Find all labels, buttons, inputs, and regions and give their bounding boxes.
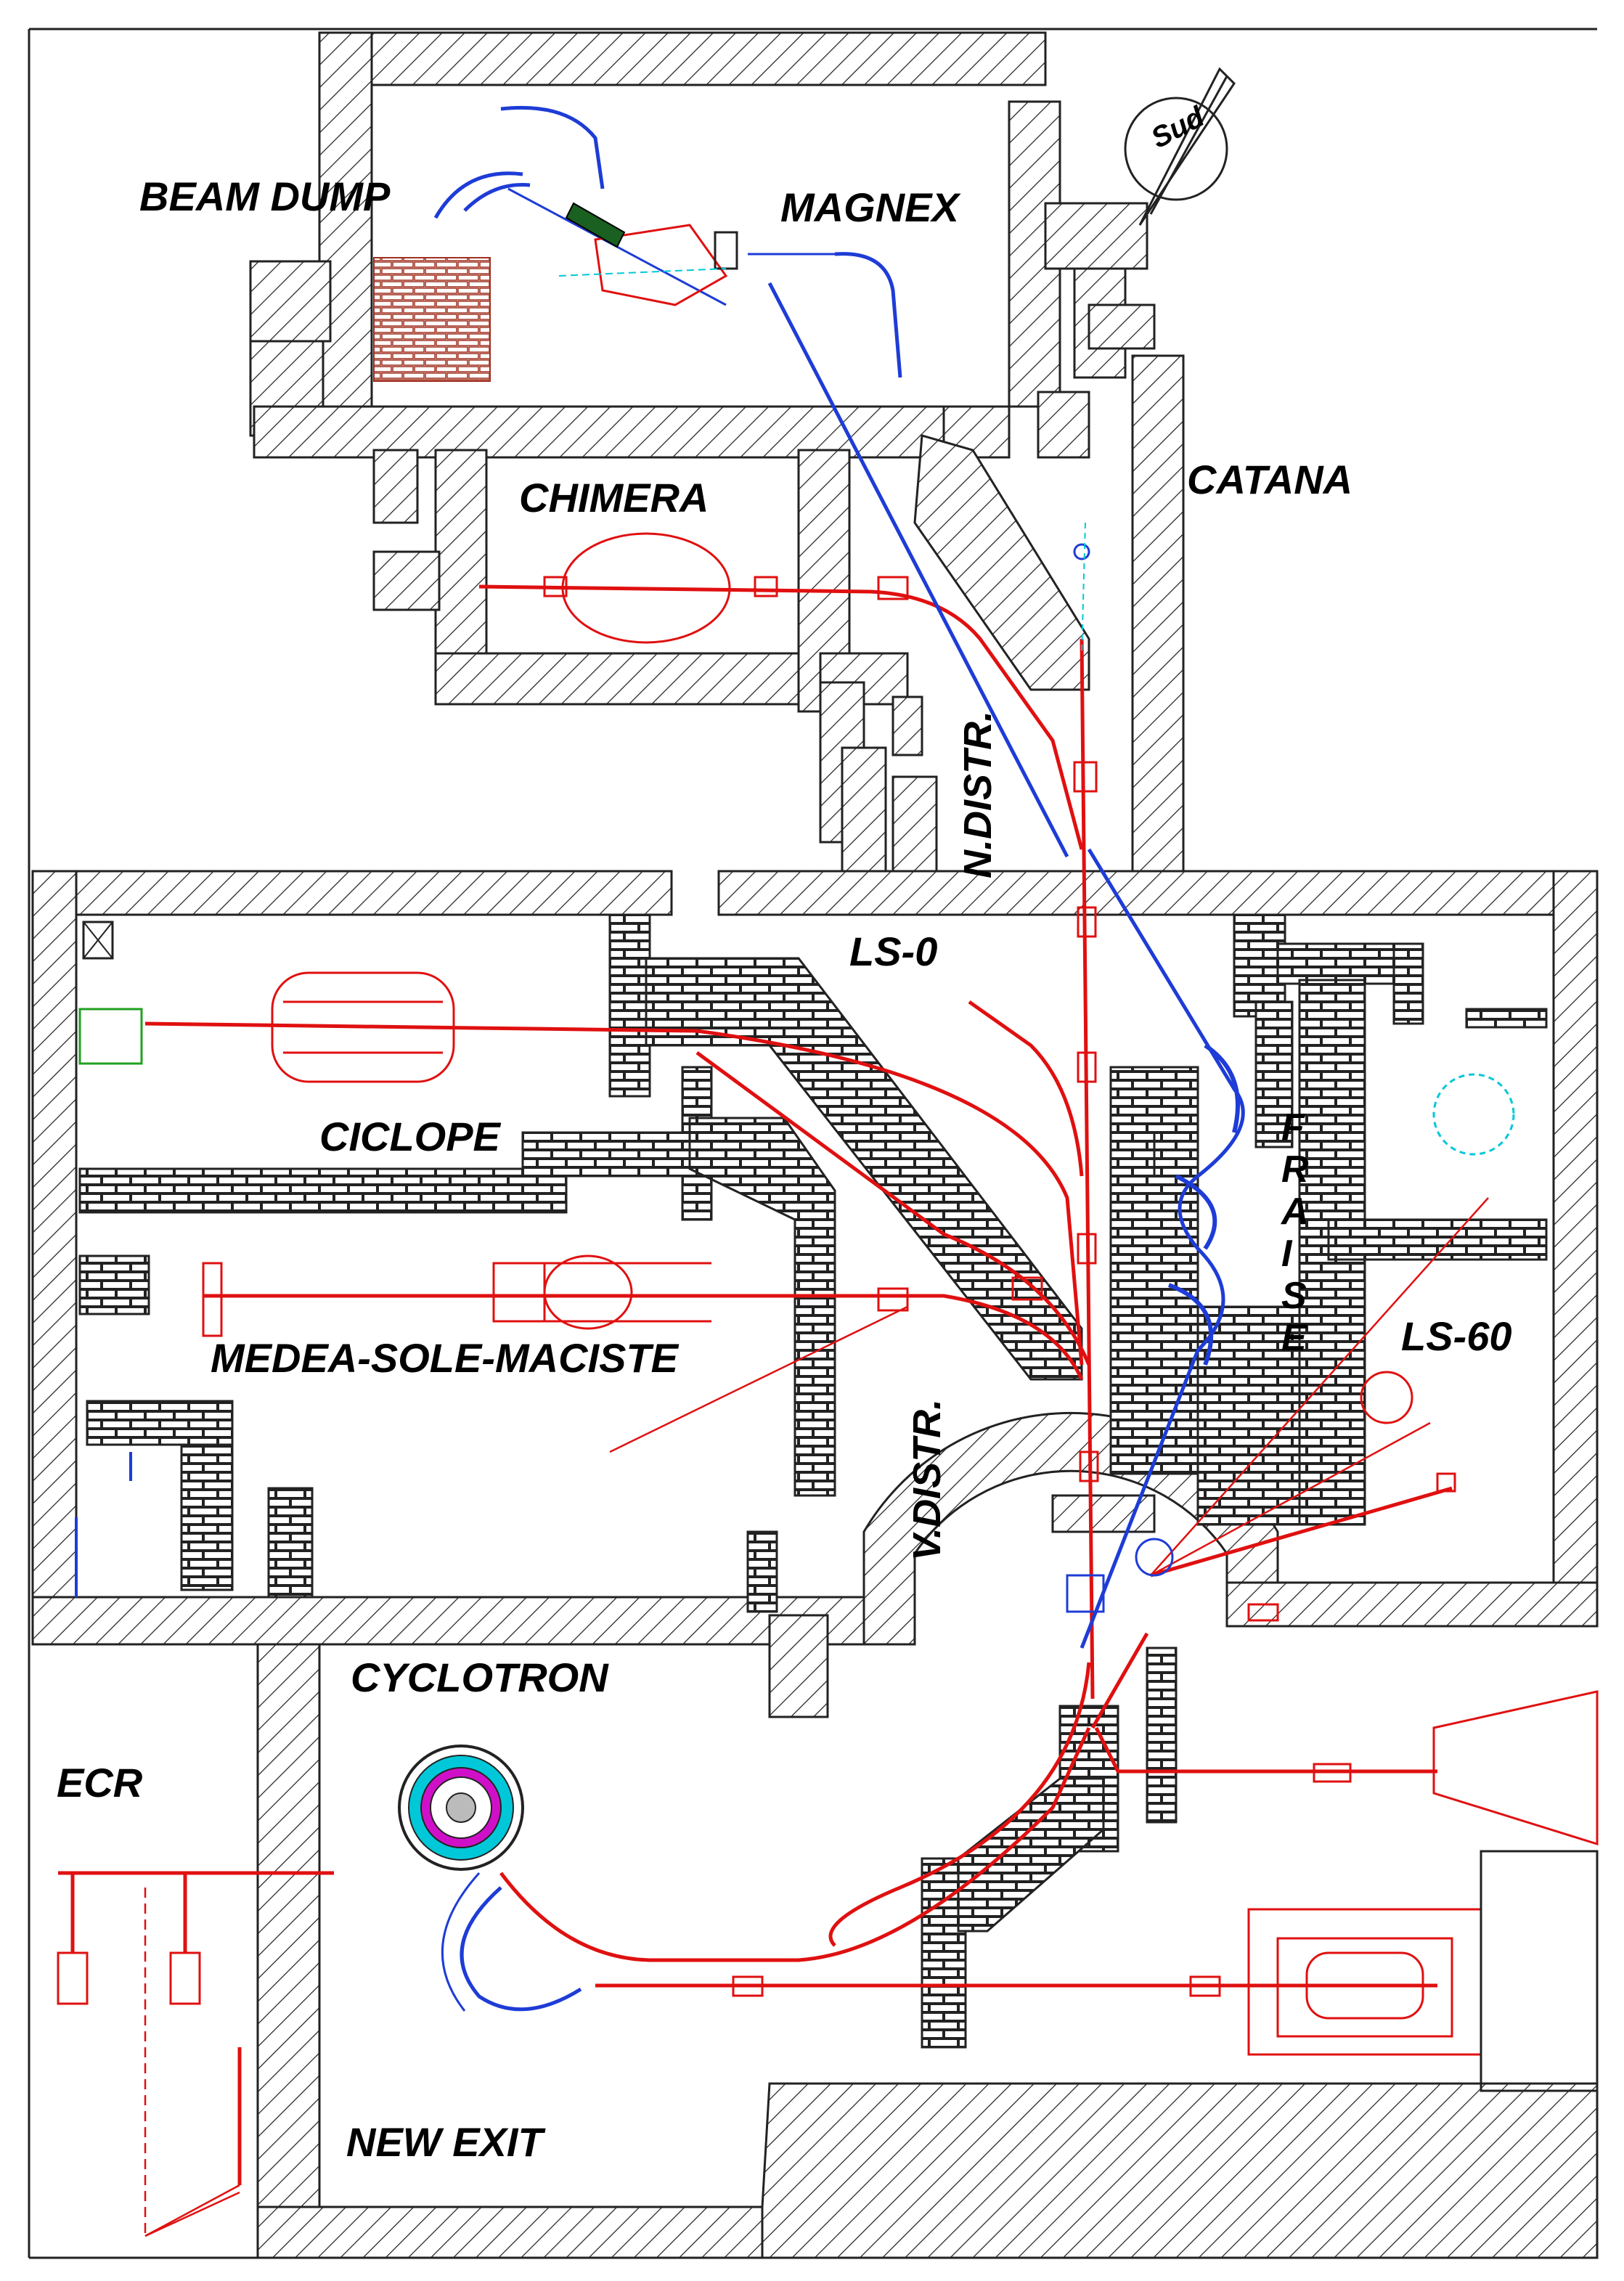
green-frame — [78, 1008, 143, 1065]
label-new-exit: NEW EXIT — [346, 2119, 546, 2165]
label-beam-dump: BEAM DUMP — [139, 174, 391, 219]
hatched-walls — [31, 31, 1599, 2259]
label-magnex: MAGNEX — [780, 184, 961, 230]
brick-shielding — [78, 257, 1548, 2049]
label-ls0: LS-0 — [849, 929, 937, 974]
beamlines-blue — [75, 105, 1245, 2012]
label-fraise-letter: R — [1281, 1148, 1309, 1191]
label-catana: CATANA — [1187, 457, 1352, 502]
label-cyclotron: CYCLOTRON — [351, 1654, 609, 1700]
magnex-equipment — [558, 202, 1090, 654]
label-v-distr: V.DISTR. — [905, 1399, 949, 1561]
label-fraise-letter: F — [1281, 1106, 1305, 1148]
label-ecr: ECR — [57, 1760, 143, 1805]
label-chimera: CHIMERA — [519, 475, 709, 521]
cyclotron-magnet — [398, 1745, 524, 1871]
area-labels: BEAM DUMP MAGNEX CATANA CHIMERA N.DISTR.… — [57, 100, 1512, 2165]
label-fraise-letter: S — [1281, 1275, 1307, 1317]
label-fraise-letter: I — [1281, 1233, 1293, 1275]
label-ls60: LS-60 — [1401, 1313, 1512, 1359]
label-fraise-letter: A — [1280, 1191, 1309, 1233]
label-n-distr: N.DISTR. — [956, 711, 1000, 878]
compass-label: Sud — [1146, 100, 1211, 155]
x-box — [82, 921, 114, 960]
beamlines-red — [57, 532, 1599, 2237]
compass-icon — [1124, 67, 1236, 226]
label-ciclope: CICLOPE — [319, 1114, 502, 1159]
label-medea: MEDEA-SOLE-MACISTE — [211, 1335, 680, 1381]
label-fraise-letter: E — [1281, 1317, 1307, 1359]
